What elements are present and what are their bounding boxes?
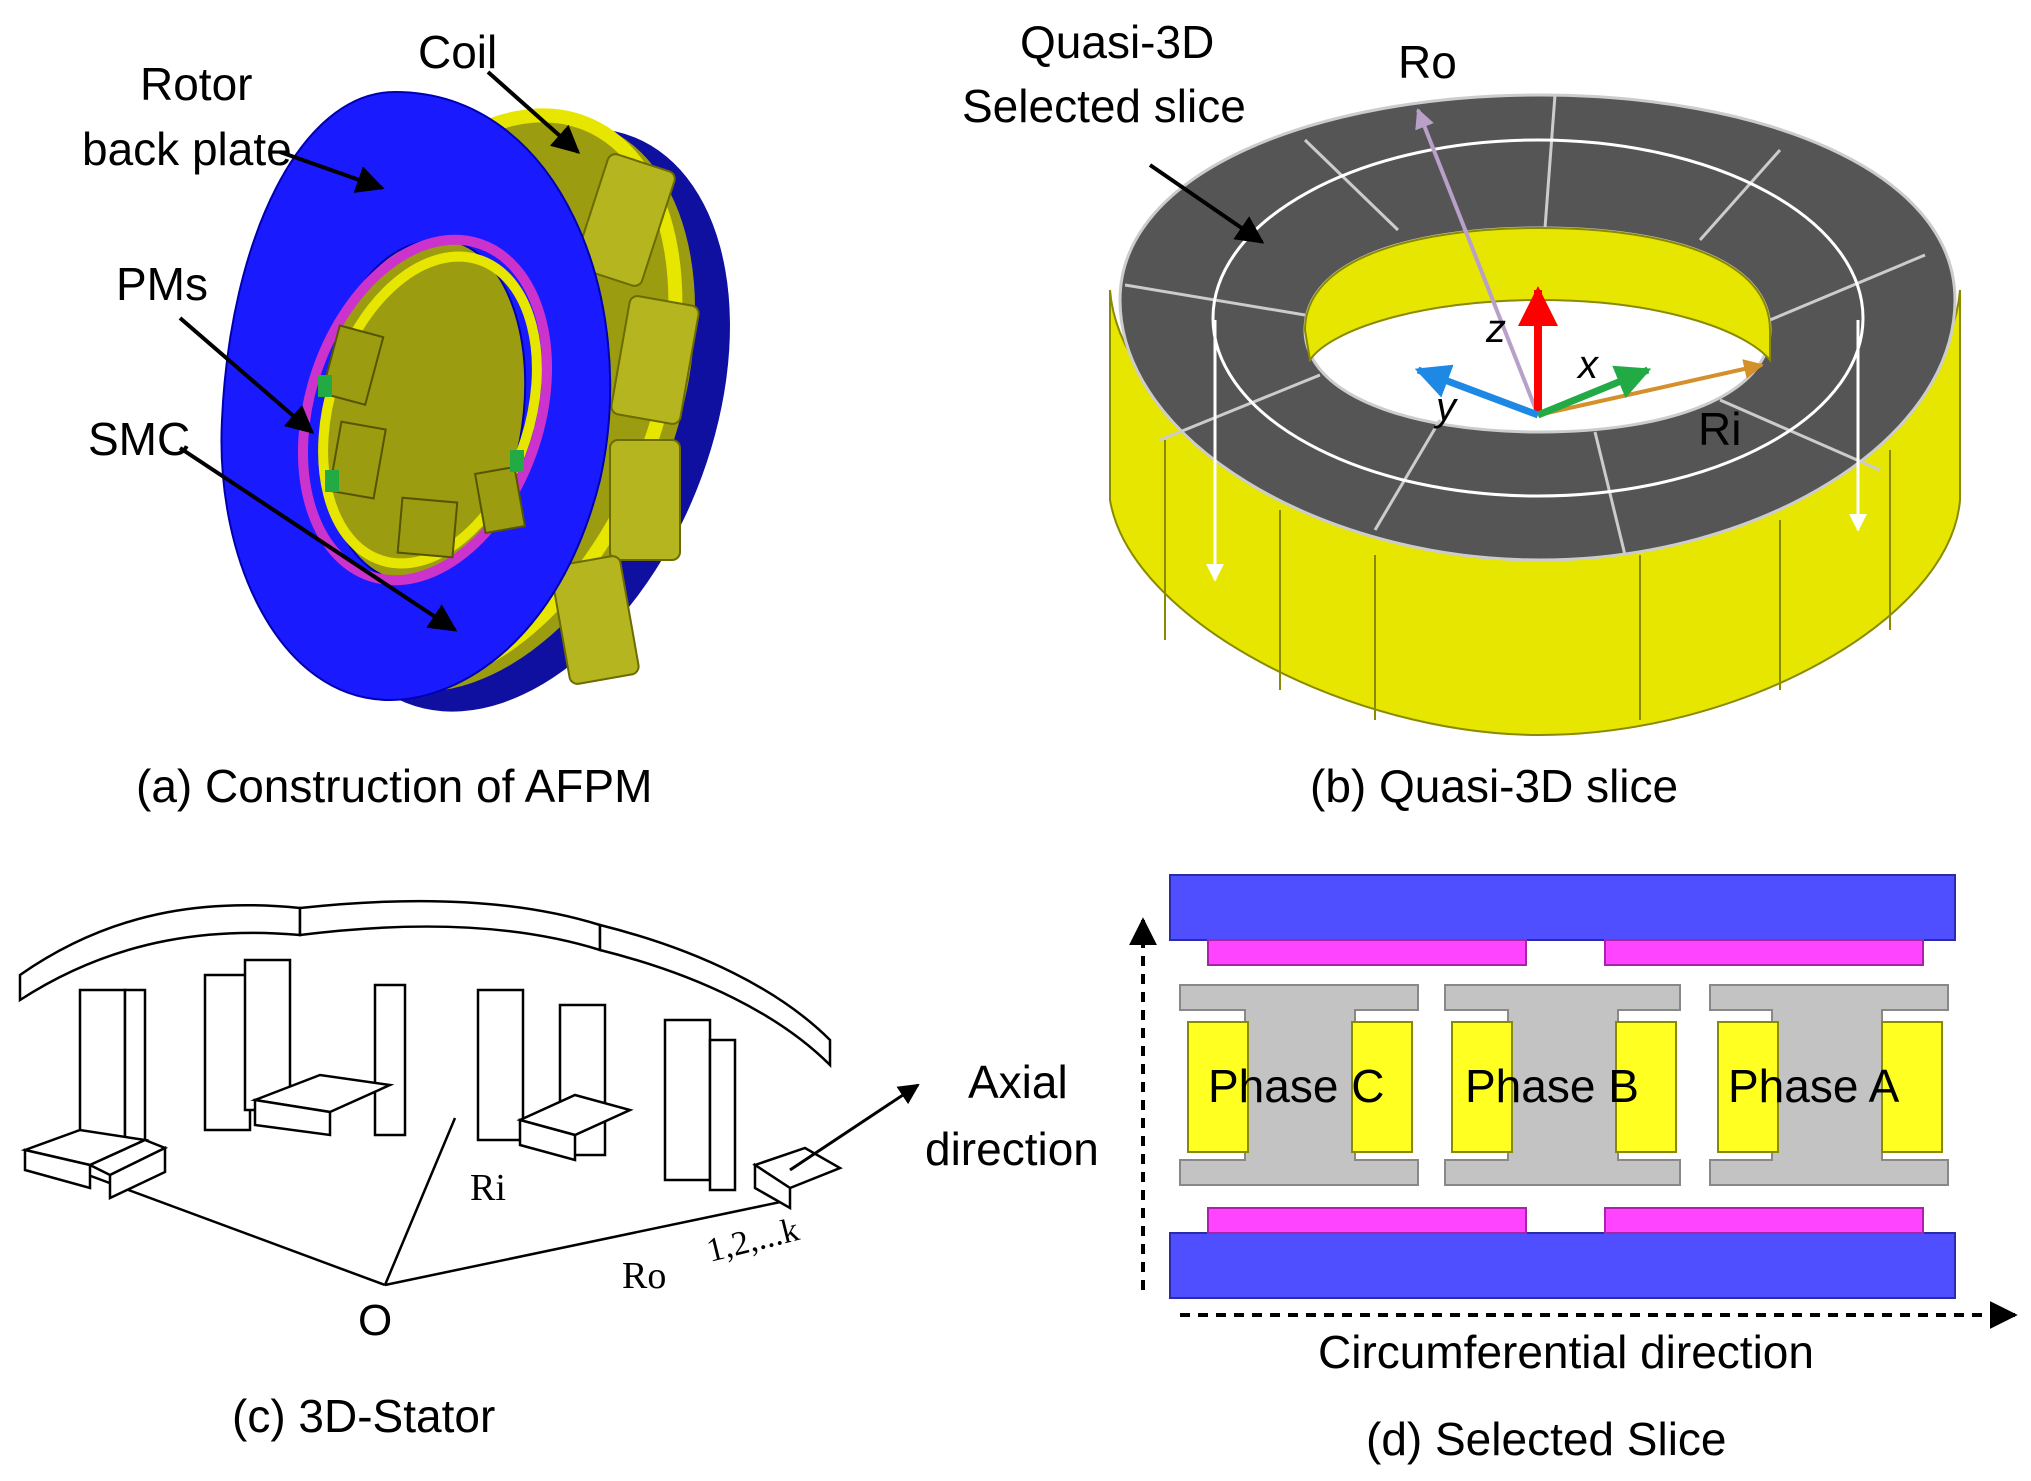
panel-d-selected-slice: Phase C Phase B Phase A Axial direction … bbox=[925, 874, 2018, 1465]
pm-top-2 bbox=[1604, 939, 1924, 966]
label-axis-y: y bbox=[1433, 385, 1459, 429]
coil-a-right bbox=[1881, 1021, 1943, 1153]
label-circumferential: Circumferential direction bbox=[1318, 1326, 1814, 1378]
label-axial-1: Axial bbox=[968, 1056, 1068, 1108]
label-phase-a: Phase A bbox=[1728, 1060, 1900, 1112]
label-ri-c: Ri bbox=[470, 1167, 506, 1209]
label-axis-z: z bbox=[1485, 307, 1506, 351]
label-axis-x: x bbox=[1576, 343, 1600, 387]
label-ri: Ri bbox=[1698, 403, 1741, 455]
label-phase-b: Phase B bbox=[1465, 1060, 1639, 1112]
coil-a-left bbox=[1717, 1021, 1779, 1153]
coil-b-left bbox=[1451, 1021, 1513, 1153]
label-index-k: 1,2,...k bbox=[703, 1211, 803, 1270]
label-origin-o: O bbox=[358, 1296, 392, 1345]
caption-a: (a) Construction of AFPM bbox=[136, 760, 652, 812]
pm-bottom-2 bbox=[1604, 1207, 1924, 1234]
label-rotor-2: back plate bbox=[82, 123, 292, 175]
smc-core-a bbox=[1709, 984, 1949, 1186]
coil-c-right bbox=[1351, 1021, 1413, 1153]
pm-bottom-1 bbox=[1207, 1207, 1527, 1234]
slice-path-circle bbox=[1211, 138, 1865, 498]
label-coil: Coil bbox=[418, 26, 497, 78]
label-ro: Ro bbox=[1398, 36, 1457, 88]
coil-b-right bbox=[1615, 1021, 1677, 1153]
panel-a-afpm-construction: Coil Rotor back plate PMs SMC (a) Constr… bbox=[82, 26, 730, 812]
label-selected-slice-1: Quasi-3D bbox=[1020, 16, 1214, 68]
top-rotor-plate bbox=[1169, 874, 1956, 941]
coil-c-left bbox=[1187, 1021, 1249, 1153]
label-selected-slice-2: Selected slice bbox=[962, 80, 1246, 132]
caption-d: (d) Selected Slice bbox=[1366, 1413, 1727, 1465]
caption-b: (b) Quasi-3D slice bbox=[1310, 760, 1678, 812]
smc-core-c bbox=[1179, 984, 1419, 1186]
panel-c-3d-stator: Ri Ro 1,2,...k O (c) 3D-Stator bbox=[18, 899, 920, 1442]
label-phase-c: Phase C bbox=[1208, 1060, 1384, 1112]
panel-b-quasi-3d-slice: Quasi-3D Selected slice Ro Ri z x y (b) … bbox=[962, 16, 1961, 812]
bottom-rotor-plate bbox=[1169, 1232, 1956, 1299]
caption-c: (c) 3D-Stator bbox=[232, 1390, 495, 1442]
label-axial-2: direction bbox=[925, 1123, 1099, 1175]
label-smc: SMC bbox=[88, 413, 190, 465]
pm-top-1 bbox=[1207, 939, 1527, 966]
label-rotor-1: Rotor bbox=[140, 58, 252, 110]
label-ro-c: Ro bbox=[622, 1255, 666, 1297]
label-pms: PMs bbox=[116, 258, 208, 310]
smc-core-b bbox=[1444, 984, 1681, 1186]
